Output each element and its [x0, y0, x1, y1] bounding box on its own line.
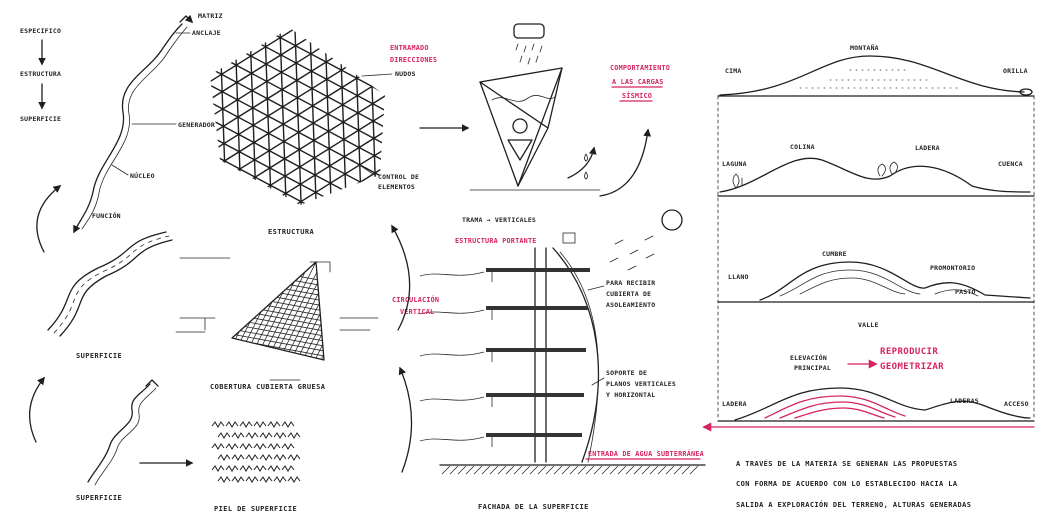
triangle-label-red-1: COMPORTAMIENTO — [610, 64, 670, 72]
panel4-label-right: ACCESO — [1004, 400, 1029, 408]
panel4-label-red-1: REPRODUCIR — [880, 347, 938, 357]
triangle-label-red-2: A LAS CARGAS — [612, 78, 664, 86]
panel3-label-left: LLANO — [728, 273, 749, 281]
grid-label-red-2: DIRECCIONES — [390, 56, 437, 64]
panel4-label-red-2: GEOMETRIZAR — [880, 362, 944, 372]
triangle-label-red-3: SÍSMICO — [622, 91, 652, 100]
panel2-label-right-hill: LADERA — [915, 144, 940, 152]
panel3-label-top: CUMBRE — [822, 250, 847, 258]
grid-caption: ESTRUCTURA — [268, 228, 315, 236]
grid-label-control-2: ELEMENTOS — [378, 183, 415, 191]
tower-label-trama: TRAMA → VERTICALES — [462, 216, 536, 224]
panel4-label-left: LADERA — [722, 400, 747, 408]
tower-floor-slab — [486, 393, 584, 397]
tower-label-right-1c: ASOLEAMIENTO — [606, 301, 655, 309]
tower-floor-slab — [486, 306, 588, 310]
panel3-label-low: PASTO — [955, 288, 976, 296]
tower-label-right-2a: SOPORTE DE — [606, 369, 647, 377]
tower-floor-slab — [486, 268, 590, 272]
tower-floor-slab — [486, 348, 586, 352]
panel3-label-below: VALLE — [858, 321, 879, 329]
snake-label-head: MATRIZ — [198, 12, 223, 20]
pyramid-caption: COBERTURA CUBIERTA GRUESA — [210, 383, 326, 391]
panel2-label-mid: COLINA — [790, 143, 815, 151]
panel2-label-left: LAGUNA — [722, 160, 747, 168]
road-label: SUPERFICIE — [76, 352, 122, 360]
tower-label-red-left-1: CIRCULACIÓN — [392, 295, 439, 304]
tower-label-red-top: ESTRUCTURA PORTANTE — [455, 237, 537, 245]
snake-label-tail: FUNCIÓN — [92, 211, 121, 220]
note-block: A TRAVÉS DE LA MATERIA SE GENERAN LAS PR… — [736, 459, 971, 509]
flow-step-2: ESTRUCTURA — [20, 70, 61, 78]
tower-caption: FACHADA DE LA SUPERFICIE — [478, 503, 589, 511]
snake-label-neck: ANCLAJE — [192, 29, 221, 37]
note-line-2: CON FORMA DE ACUERDO CON LO ESTABLECIDO … — [736, 480, 958, 488]
small-snake-label: SUPERFICIE — [76, 494, 122, 502]
tower-label-right-1b: CUBIERTA DE — [606, 290, 651, 298]
panel1-label-left: CIMA — [725, 67, 741, 75]
panel4-label-elev-1: ELEVACIÓN — [790, 353, 827, 362]
snake-label-body: NÚCLEO — [130, 171, 155, 180]
panel1-label-top: MONTAÑA — [850, 43, 879, 52]
grid-label-control-1: CONTROL DE — [378, 173, 419, 181]
note-line-3: SALIDA A EXPLORACIÓN DEL TERRENO, ALTURA… — [736, 500, 971, 509]
tower-floor-slab — [486, 433, 582, 437]
grid-label-node: NUDOS — [395, 70, 416, 78]
flow-step-3: SUPERFICIE — [20, 115, 61, 123]
grid-label-red-1: ENTRAMADO — [390, 44, 429, 52]
tower-label-right-2c: Y HORIZONTAL — [606, 391, 655, 399]
panel3-label-right: PROMONTORIO — [930, 264, 975, 272]
panel4-label-mid: LADERAS — [950, 397, 979, 405]
flow-step-1: ESPECIFICO — [20, 27, 61, 35]
panel2-label-right: CUENCA — [998, 160, 1023, 168]
tower-label-right-1a: PARA RECIBIR — [606, 279, 655, 287]
panel4-label-elev-2: PRINCIPAL — [794, 364, 831, 372]
tower-label-right-2b: PLANOS VERTICALES — [606, 380, 676, 388]
snake-label-core: GENERADOR — [178, 121, 215, 129]
panel1-label-right: ORILLA — [1003, 67, 1028, 75]
tower-label-red-bottom: ENTRADA DE AGUA SUBTERRÁNEA — [588, 449, 704, 458]
note-line-1: A TRAVÉS DE LA MATERIA SE GENERAN LAS PR… — [736, 459, 958, 468]
texture-caption: PIEL DE SUPERFICIE — [214, 505, 297, 513]
